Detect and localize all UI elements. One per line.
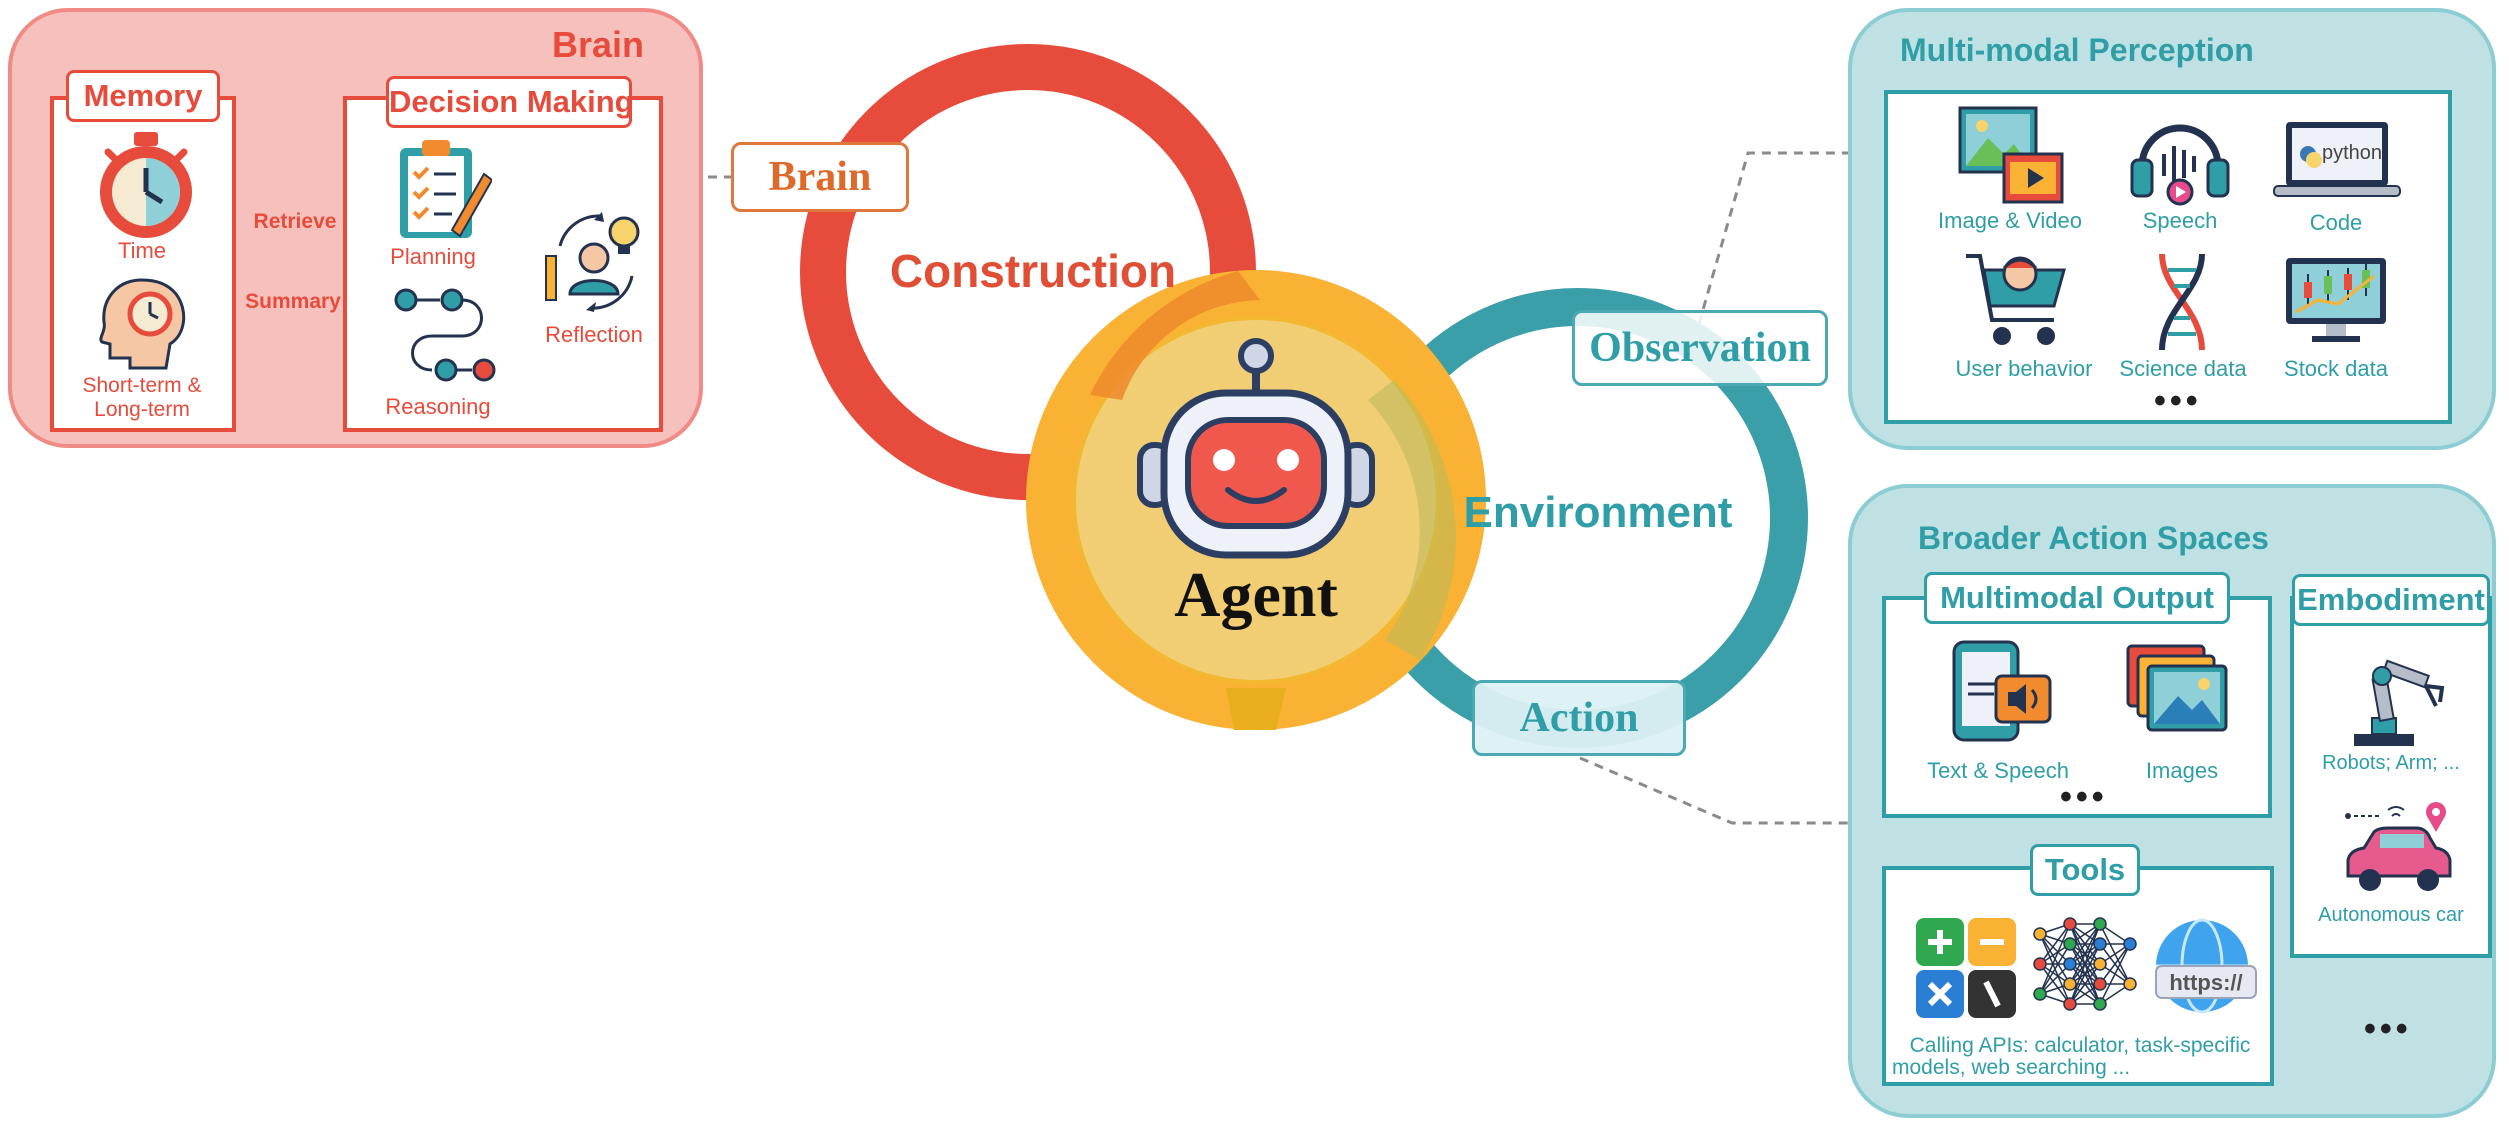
autonomous-car-label: Autonomous car <box>2318 904 2464 926</box>
brain-panel-title: Brain <box>552 24 645 65</box>
retrieve-label: Retrieve <box>253 210 337 233</box>
nn-node <box>2123 977 2137 991</box>
embodiment-box <box>2290 596 2492 958</box>
nn-node <box>2093 937 2107 951</box>
neural-network-icon <box>2033 917 2137 1011</box>
environment-label: Environment <box>1463 488 1733 537</box>
nn-node <box>2063 957 2077 971</box>
images-label: Images <box>2145 758 2219 783</box>
observation-tag: Observation <box>1572 310 1828 386</box>
https-text: https:// <box>2169 970 2243 995</box>
perception-item-label-4: Science data <box>2119 356 2247 381</box>
perception-item-label-0: Image & Video <box>1938 208 2082 233</box>
perception-more-dots: ••• <box>2154 382 2202 420</box>
nn-node <box>2063 917 2077 931</box>
stock-chart-icon <box>2286 258 2386 342</box>
reflection-label: Reflection <box>545 322 643 347</box>
action-more-dots: ••• <box>2364 1010 2412 1048</box>
nn-node <box>2063 937 2077 951</box>
reasoning-flow-icon <box>394 288 496 382</box>
time-label: Time <box>117 238 167 263</box>
speech-headphone-icon <box>2130 124 2230 206</box>
nn-node <box>2033 927 2047 941</box>
summary-label: Summary <box>245 290 341 313</box>
head-clock-icon <box>99 278 186 370</box>
tools-title: Tools <box>2030 844 2140 896</box>
robot-arm-icon <box>2354 659 2445 746</box>
planning-clipboard-icon <box>400 140 492 238</box>
short-long-term-label-1: Short-term & <box>82 374 202 397</box>
robot-icon <box>1137 338 1375 559</box>
memory-title: Memory <box>66 70 220 122</box>
image-video-icon <box>1958 106 2064 204</box>
dna-icon <box>2159 253 2205 351</box>
construction-label: Construction <box>889 245 1177 297</box>
planning-label: Planning <box>390 244 476 269</box>
nn-node <box>2063 997 2077 1011</box>
action-panel-title: Broader Action Spaces <box>1918 520 2269 556</box>
web-globe-https-icon <box>2155 918 2257 1014</box>
tools-desc-line2: models, web searching ... <box>1892 1056 2131 1079</box>
multimodal-output-title: Multimodal Output <box>1924 572 2230 624</box>
action-tag: Action <box>1472 680 1686 756</box>
decision-title: Decision Making <box>386 76 634 128</box>
nn-node <box>2093 977 2107 991</box>
nn-node <box>2093 997 2107 1011</box>
nn-node <box>2033 957 2047 971</box>
decision-box <box>343 96 663 432</box>
perception-panel-title: Multi-modal Perception <box>1900 32 2254 68</box>
shopping-cart-icon <box>1966 254 2066 345</box>
python-laptop-icon <box>2273 122 2401 197</box>
python-text: python <box>2322 142 2383 164</box>
nn-node <box>2093 957 2107 971</box>
autonomous-car-icon <box>2345 802 2452 891</box>
text-speech-label: Text & Speech <box>1927 758 2069 783</box>
perception-item-label-2: Code <box>2309 210 2363 235</box>
calculator-icon <box>1916 918 2016 1018</box>
perception-item-label-1: Speech <box>2142 208 2218 233</box>
text-speech-phone-icon <box>1952 640 2052 742</box>
reasoning-label: Reasoning <box>385 394 491 419</box>
nn-node <box>2033 987 2047 1001</box>
short-long-term-label-2: Long-term <box>94 398 190 421</box>
connector-action <box>1579 756 1876 831</box>
nn-node <box>2123 937 2137 951</box>
nn-node <box>2093 917 2107 931</box>
multimodal-more-dots: ••• <box>2060 778 2108 816</box>
tools-desc-line1: Calling APIs: calculator, task-specific <box>1909 1034 2251 1057</box>
reflection-person-icon <box>545 212 640 312</box>
stopwatch-icon <box>100 132 192 238</box>
perception-item-label-5: Stock data <box>2284 356 2388 381</box>
agent-label: Agent <box>1174 559 1338 630</box>
images-stack-icon <box>2126 644 2228 732</box>
embodiment-title: Embodiment <box>2292 574 2490 626</box>
robots-arm-label: Robots; Arm; ... <box>2322 752 2460 774</box>
brain-tag: Brain <box>731 142 909 212</box>
nn-node <box>2063 977 2077 991</box>
perception-item-label-3: User behavior <box>1955 356 2093 381</box>
